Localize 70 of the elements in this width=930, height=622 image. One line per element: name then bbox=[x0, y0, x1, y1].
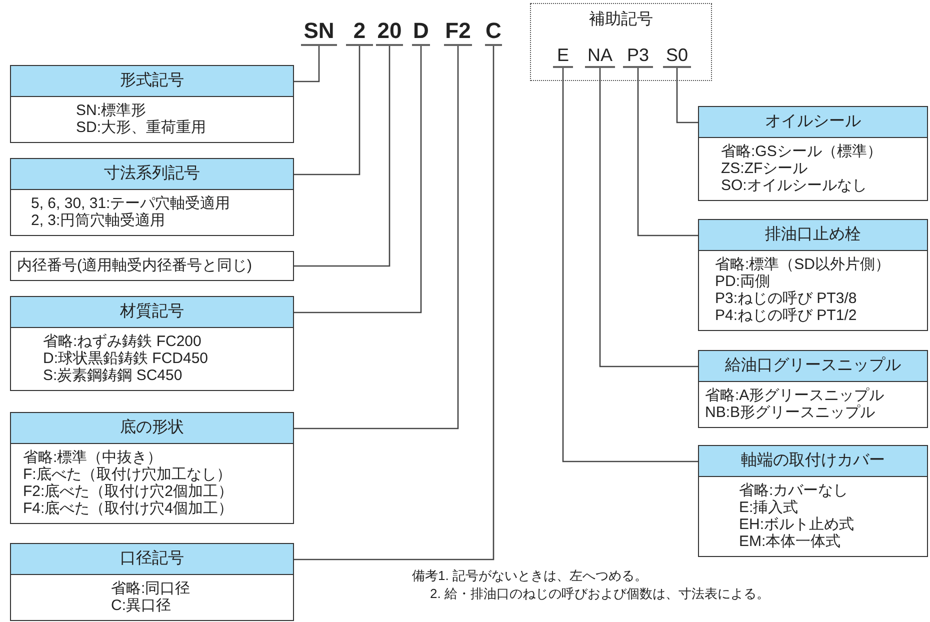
leader-line bbox=[294, 46, 459, 430]
spec-box bbox=[698, 445, 928, 557]
box-text: 内径番号(適用軸受内径番号と同じ) bbox=[17, 257, 252, 274]
spec-box bbox=[10, 158, 294, 236]
code-letter: 20 bbox=[376, 18, 403, 46]
leader-line bbox=[599, 68, 698, 368]
code-letter: S0 bbox=[663, 44, 691, 68]
code-letter: SN bbox=[301, 18, 337, 46]
code-description: SO:オイルシールなし bbox=[721, 177, 868, 194]
code-description: 省略:A形グリースニップル bbox=[705, 387, 886, 404]
dotted-frame bbox=[530, 3, 712, 81]
spec-box bbox=[698, 219, 928, 331]
code-description: 2, 3:円筒穴軸受適用 bbox=[31, 212, 166, 229]
code-description: 省略:標準（中抜き） bbox=[23, 449, 164, 466]
spec-box bbox=[698, 350, 928, 428]
code-description: 省略:同口径 bbox=[111, 580, 192, 597]
code-description: SN:標準形 bbox=[76, 102, 148, 119]
frame-title: 補助記号 bbox=[589, 11, 653, 28]
leader-line bbox=[676, 68, 698, 124]
spec-box bbox=[10, 251, 294, 281]
leader-line bbox=[294, 46, 360, 176]
code-description: 省略:標準（SD以外片側） bbox=[715, 256, 892, 273]
code-letter: C bbox=[485, 18, 502, 46]
code-letter: 2 bbox=[346, 18, 373, 46]
spec-box bbox=[10, 543, 294, 621]
leader-line bbox=[562, 68, 698, 462]
spec-box bbox=[10, 296, 294, 391]
leader-line bbox=[294, 46, 320, 82]
code-description: SD:大形、重荷重用 bbox=[76, 119, 208, 136]
code-description: 省略:GSシール（標準） bbox=[721, 143, 883, 160]
code-letter: F2 bbox=[444, 18, 472, 46]
spec-box bbox=[10, 65, 294, 143]
code-description: S:炭素鋼鋳鋼 SC450 bbox=[43, 367, 184, 384]
code-description: 省略:ねずみ鋳鉄 FC200 bbox=[43, 333, 202, 350]
code-description: P3:ねじの呼び PT3/8 bbox=[715, 290, 858, 307]
code-description: D:球状黒鉛鋳鉄 FCD450 bbox=[43, 350, 210, 367]
box-heading: 材質記号 bbox=[11, 297, 293, 328]
box-heading: 底の形状 bbox=[11, 413, 293, 444]
code-letter: E bbox=[553, 44, 573, 68]
spec-box bbox=[10, 412, 294, 524]
code-description: F4:底べた（取付け穴4個加工） bbox=[23, 500, 234, 517]
code-letter: P3 bbox=[623, 44, 653, 68]
code-description: PD:両側 bbox=[715, 273, 772, 290]
code-description: 5, 6, 30, 31:テーパ穴軸受適用 bbox=[31, 195, 232, 212]
code-description: 省略:カバーなし bbox=[739, 482, 850, 499]
code-description: E:挿入式 bbox=[739, 499, 800, 516]
code-description: F:底べた（取付け穴加工なし） bbox=[23, 466, 232, 483]
code-letter: NA bbox=[585, 44, 615, 68]
code-description: P4:ねじの呼び PT1/2 bbox=[715, 307, 858, 324]
box-heading: 口径記号 bbox=[11, 544, 293, 575]
box-heading: オイルシール bbox=[699, 107, 927, 138]
note-text: 備考1. 記号がないときは、左へつめる。 bbox=[412, 568, 648, 584]
box-heading: 形式記号 bbox=[11, 66, 293, 97]
note-text: 2. 給・排油口のねじの呼びおよび個数は、寸法表による。 bbox=[430, 586, 770, 602]
spec-box bbox=[698, 106, 928, 201]
box-heading: 給油口グリースニップル bbox=[699, 351, 927, 382]
leader-line bbox=[294, 46, 494, 560]
code-description: C:異口径 bbox=[111, 597, 172, 614]
code-letter: D bbox=[412, 18, 430, 46]
leader-line bbox=[637, 68, 698, 236]
code-description: EH:ボルト止め式 bbox=[739, 516, 856, 533]
code-description: EM:本体一体式 bbox=[739, 533, 842, 550]
box-heading: 軸端の取付けカバー bbox=[699, 446, 927, 477]
box-heading: 排油口止め栓 bbox=[699, 220, 927, 251]
leader-line bbox=[294, 46, 422, 314]
code-description: NB:B形グリースニップル bbox=[705, 404, 876, 421]
box-heading: 寸法系列記号 bbox=[11, 159, 293, 190]
code-description: ZS:ZFシール bbox=[721, 160, 809, 177]
code-description: F2:底べた（取付け穴2個加工） bbox=[23, 483, 234, 500]
leader-line bbox=[294, 46, 390, 267]
